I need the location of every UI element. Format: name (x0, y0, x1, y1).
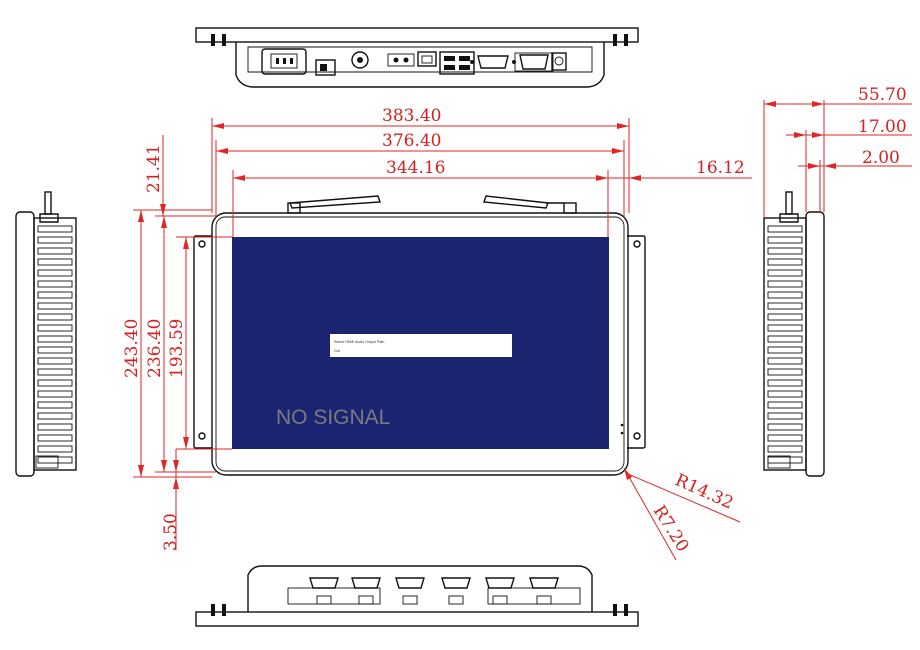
left-side-view (15, 191, 77, 477)
heatsink-fin (767, 346, 803, 354)
heatsink-fin (767, 401, 803, 409)
bottom-view-com-panel (195, 565, 639, 627)
heatsink-fin (37, 390, 73, 398)
heatsink-fin (37, 445, 73, 453)
heatsink-fin (37, 379, 73, 387)
dim-bezel-height: 236.40 (145, 319, 165, 378)
heatsink-fin (37, 412, 73, 420)
com-port (441, 577, 471, 589)
osd-dialog-title: Select HDMI Audio Output Path (334, 340, 384, 344)
heatsink-fin (767, 280, 803, 288)
heatsink-fin (767, 445, 803, 453)
heatsink-fin (767, 379, 803, 387)
indicator-led (620, 431, 624, 435)
heatsink-fin (767, 236, 803, 244)
port-slot (402, 595, 418, 605)
dim-bottom-offset: 3.50 (161, 513, 181, 551)
port-slot (536, 595, 552, 605)
port-slot (316, 595, 332, 605)
heatsink-fin (37, 225, 73, 233)
heatsink-fin (37, 434, 73, 442)
heatsink-fin (767, 456, 803, 464)
dim-screen-height: 193.59 (167, 319, 187, 378)
dim-depth-total: 55.70 (858, 85, 907, 105)
dim-side-offset: 16.12 (696, 158, 745, 178)
heatsink-fin (37, 302, 73, 310)
heatsink-fin (37, 423, 73, 431)
dim-screen-width: 344.16 (386, 158, 445, 178)
com-port (309, 577, 339, 589)
heatsink-fin (37, 357, 73, 365)
port-slot (448, 595, 464, 605)
heatsink-fin (767, 258, 803, 266)
heatsink-fin (767, 423, 803, 431)
dim-depth-front: 2.00 (862, 148, 900, 168)
heatsink-fin (767, 313, 803, 321)
heatsink-fin (37, 346, 73, 354)
heatsink-fin (767, 291, 803, 299)
heatsink-fin (767, 324, 803, 332)
outer-bezel (211, 212, 629, 476)
heatsink-fin (767, 357, 803, 365)
heatsink-fin (767, 434, 803, 442)
port-slot (358, 595, 374, 605)
inner-bezel (215, 216, 625, 472)
heatsink-fin (767, 412, 803, 420)
osd-dialog-option: Out (334, 349, 340, 353)
heatsink-fin (37, 324, 73, 332)
heatsink-fin (37, 280, 73, 288)
heatsink-fin (37, 247, 73, 255)
heatsink-fin (37, 401, 73, 409)
com-ports (309, 577, 559, 605)
com-port (395, 577, 425, 589)
heatsink-fin (37, 269, 73, 277)
heatsink-fin (37, 368, 73, 376)
heatsink-fins (37, 225, 73, 464)
front-view: Select HDMI Audio Output Path Out NO SIG… (193, 195, 646, 476)
heatsink-fin (767, 269, 803, 277)
heatsink-fin (37, 258, 73, 266)
no-signal-text: NO SIGNAL (276, 406, 390, 429)
dim-outer-height: 243.40 (122, 319, 142, 378)
dim-depth-bezel: 17.00 (858, 117, 907, 137)
dim-outer-width: 383.40 (382, 106, 441, 126)
com-port (485, 577, 515, 589)
heatsink-fin (37, 313, 73, 321)
heatsink-fin (37, 456, 73, 464)
dim-inner-radius: R7.20 (649, 502, 693, 556)
com-port (351, 577, 381, 589)
heatsink-fin (767, 368, 803, 376)
dim-bezel-width: 376.40 (382, 131, 441, 151)
heatsink-fin (767, 247, 803, 255)
top-view-io-panel (195, 27, 639, 88)
heatsink-fin (767, 390, 803, 398)
port-slot (492, 595, 508, 605)
heatsink-fin (37, 335, 73, 343)
osd-dialog (330, 334, 512, 357)
heatsink-fin (767, 302, 803, 310)
indicator-led (620, 423, 624, 427)
heatsink-fin (37, 291, 73, 299)
com-port (529, 577, 559, 589)
heatsink-fin (767, 225, 803, 233)
heatsink-fins (767, 225, 803, 464)
right-side-view (763, 191, 825, 477)
heatsink-fin (37, 236, 73, 244)
dim-top-offset: 21.41 (144, 144, 164, 193)
heatsink-fin (767, 335, 803, 343)
